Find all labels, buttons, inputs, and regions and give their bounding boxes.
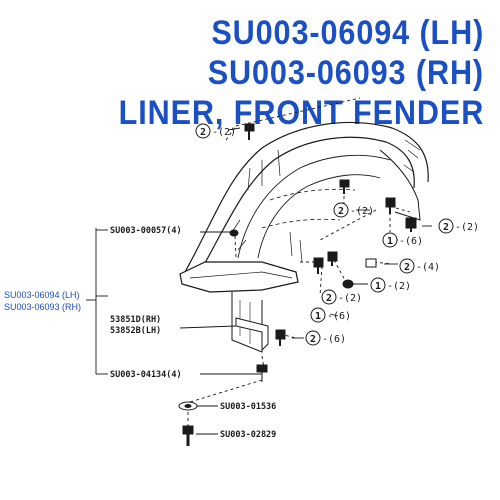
label-su003-04134: SU003-04134(4) [110, 370, 182, 380]
bolt-icon-center [313, 257, 324, 274]
svg-text:2: 2 [338, 206, 344, 217]
svg-text:-(4): -(4) [416, 262, 440, 273]
svg-text:-(2): -(2) [387, 281, 411, 292]
callout-r4: 2 -(4) [399, 258, 440, 274]
svg-text:-(6): -(6) [327, 311, 351, 322]
svg-text:-(6): -(6) [399, 236, 423, 247]
svg-text:1: 1 [375, 281, 381, 292]
bolt-icon-mid [339, 179, 350, 194]
side-label-rh: SU003-06093 (RH) [4, 302, 82, 312]
callout-r5: 1 -(2) [370, 277, 411, 293]
svg-text:-(2): -(2) [350, 206, 374, 217]
clip-icon [229, 229, 239, 237]
title-part-lh: SU003-06094 (LH) [211, 14, 484, 52]
title-part-name: LINER, FRONT FENDER [118, 94, 484, 132]
callout-top: 2 -(2) [195, 123, 236, 139]
part-labels: SU003-00057(4) 53851D(RH) 53852B(LH) SU0… [110, 226, 276, 440]
side-label-lh: SU003-06094 (LH) [4, 290, 80, 300]
fender-liner-drawing [179, 121, 429, 353]
bolt-icon-center-2 [327, 251, 338, 266]
label-53852b-lh: 53852B(LH) [110, 326, 161, 336]
label-53851d-rh: 53851D(RH) [110, 315, 161, 325]
callout-r2: 2 -(2) [438, 218, 479, 234]
svg-text:2: 2 [326, 293, 332, 304]
callouts: 2 -(2) 2 -(2) 2 -(2) 1 -(6) 2 -(4) [195, 123, 479, 346]
bolt-icon [182, 425, 194, 446]
bolt-icon-far-right [405, 217, 417, 232]
label-su003-01536: SU003-01536 [220, 402, 276, 412]
washer-icon [178, 401, 198, 411]
svg-text:-(6): -(6) [322, 334, 346, 345]
label-su003-00057: SU003-00057(4) [110, 226, 182, 236]
callout-r1: 2 -(2) [333, 202, 374, 218]
nut-icon [342, 279, 354, 289]
svg-text:2: 2 [310, 334, 316, 345]
svg-text:1: 1 [387, 236, 393, 247]
label-su003-02829: SU003-02829 [220, 430, 276, 440]
bracket-icon [235, 317, 269, 352]
svg-text:2: 2 [404, 262, 410, 273]
svg-text:-(2): -(2) [455, 222, 479, 233]
fastener-icons [178, 123, 417, 446]
bolt-icon-lower [275, 329, 286, 346]
bolt-icon-right [385, 197, 396, 214]
callout-r7: 1 -(6) [310, 307, 351, 323]
leader-lines [86, 97, 432, 435]
screw-icon [256, 364, 268, 382]
title-part-rh: SU003-06093 (RH) [207, 54, 484, 92]
screw-icon-right [365, 258, 377, 268]
svg-text:2: 2 [200, 127, 206, 138]
svg-text:-(2): -(2) [212, 127, 236, 138]
callout-r8: 2 -(6) [305, 330, 346, 346]
svg-text:-(2): -(2) [338, 293, 362, 304]
bolt-icon-top [244, 123, 255, 140]
callout-r3: 1 -(6) [382, 232, 423, 248]
svg-text:2: 2 [443, 222, 449, 233]
svg-text:1: 1 [315, 311, 321, 322]
callout-r6: 2 -(2) [321, 289, 362, 305]
